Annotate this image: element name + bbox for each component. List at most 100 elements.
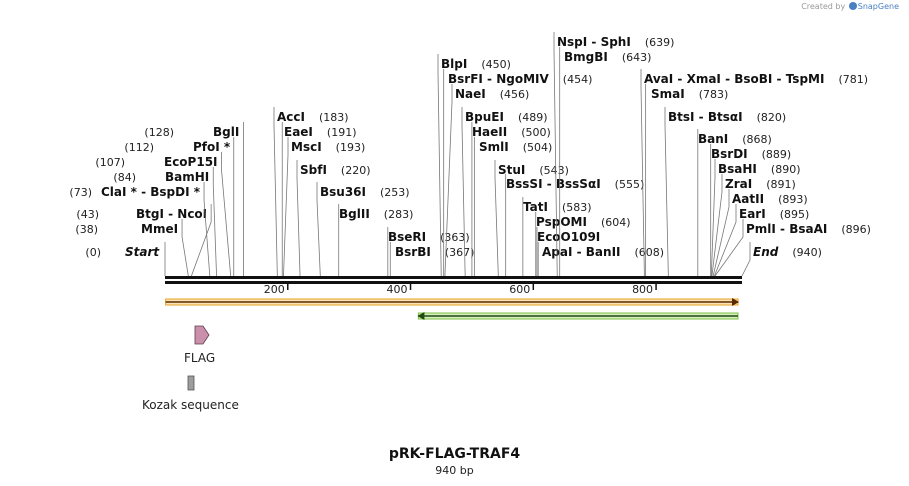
site-stui[interactable]: StuI(543) (494, 160, 569, 277)
site-haeii[interactable]: HaeII(500) (471, 122, 551, 276)
site-smli[interactable]: SmlI(504) (473, 137, 553, 276)
site-bani[interactable]: BanI(868) (697, 129, 772, 276)
site-position: (543) (539, 164, 569, 177)
site-msci[interactable]: MscI(193) (283, 137, 366, 277)
site-bseri[interactable]: BseRI (363) (387, 227, 470, 276)
site-name: ClaI * - BspDI * (101, 185, 201, 199)
site-position: (454) (563, 73, 593, 86)
site-end[interactable]: End(940) (741, 242, 822, 277)
site-leader (316, 182, 321, 277)
site-clai-bspdi-[interactable]: ClaI * - BspDI *(73) (69, 182, 211, 277)
site-acci[interactable]: AccI(183) (273, 107, 349, 277)
site-bgli[interactable]: BglI(128) (144, 122, 244, 276)
site-position: (38) (75, 223, 98, 236)
site-name: BseRI (388, 230, 426, 244)
credit-brand: SnapGene (857, 2, 899, 11)
site-bsrbi[interactable]: BsrBI(367) (389, 242, 475, 276)
site-tati[interactable]: TatI(583) (522, 197, 592, 276)
site-name: ZraI (725, 177, 752, 191)
site-bglii[interactable]: BglII(283) (338, 204, 414, 276)
site-leader (461, 107, 466, 277)
site-nspi-sphi[interactable]: NspI - SphI(639) (553, 32, 674, 277)
site-leader (714, 219, 744, 277)
site-bsahi[interactable]: BsaHI(890) (710, 159, 801, 277)
site-position: (555) (615, 178, 645, 191)
site-name: EcoO109I (537, 230, 600, 244)
site-bsrdi[interactable]: BsrDI(889) (710, 144, 792, 276)
site-leader (741, 242, 751, 277)
site-leader (710, 159, 716, 277)
site-avai-xmai-bsobi-tspmi[interactable]: AvaI - XmaI - BsoBI - TspMI(781) (640, 69, 868, 277)
site-bsu36i[interactable]: Bsu36I(253) (316, 182, 410, 277)
site-position: (191) (327, 126, 357, 139)
site-btsi-bts-i[interactable]: BtsI - BtsαI(820) (664, 107, 786, 277)
dna-strand-top (165, 276, 742, 279)
site-pfoi-[interactable]: PfoI *(112) (124, 137, 235, 276)
site-eaei[interactable]: EaeI (191) (281, 122, 357, 276)
snapgene-logo-icon (848, 2, 857, 10)
flag-feature-label[interactable]: FLAG (184, 351, 216, 365)
site-btgi-ncoi[interactable]: BtgI - NcoI(43) (76, 204, 212, 277)
site-name: PmlI - BsaAI (746, 222, 827, 236)
site-leader (437, 54, 442, 277)
site-name: BtsI - BtsαI (668, 110, 743, 124)
orf-forward-arrowhead (732, 298, 739, 306)
site-sbfi[interactable]: SbfI(220) (296, 160, 371, 277)
site-name: Start (125, 245, 160, 259)
ruler-label-600: 600 (509, 283, 530, 296)
site-mmei[interactable]: MmeI(38) (75, 219, 189, 277)
site-ecoo109i[interactable]: EcoO109I (536, 227, 600, 276)
site-eari[interactable]: EarI(895) (714, 204, 810, 277)
site-pmli-bsaai[interactable]: PmlI - BsaAI (896) (714, 219, 871, 277)
site-position: (895) (780, 208, 810, 221)
site-name: BsrFI - NgoMIV (448, 72, 549, 86)
site-name: BlpI (441, 57, 467, 71)
site-name: BsaHI (718, 162, 757, 176)
site-position: (128) (144, 126, 174, 139)
site-bmgbi[interactable]: BmgBI(643) (559, 47, 652, 276)
site-name: PfoI * (193, 140, 231, 154)
site-position: (456) (500, 88, 530, 101)
site-name: PspOMI (536, 215, 587, 229)
kozak-feature-label[interactable]: Kozak sequence (142, 398, 239, 412)
plasmid-size: 940 bp (435, 464, 474, 477)
dna-strand-bottom (165, 281, 742, 284)
kozak-feature-box (187, 375, 195, 391)
site-smai[interactable]: SmaI(783) (645, 84, 729, 276)
site-ecop15i[interactable]: EcoP15I(107) (95, 152, 232, 277)
site-leader (221, 152, 232, 277)
site-aatii[interactable]: AatII(893) (712, 189, 808, 277)
site-bpuei[interactable]: BpuEI(489) (461, 107, 548, 277)
site-position: (781) (838, 73, 868, 86)
site-name: AccI (277, 110, 305, 124)
site-position: (604) (601, 216, 631, 229)
site-leader (191, 204, 212, 277)
site-pspomi[interactable]: PspOMI (604) (535, 212, 631, 276)
plasmid-name: pRK-FLAG-TRAF4 (388, 446, 521, 462)
site-position: (363) (440, 231, 470, 244)
site-position: (43) (76, 208, 99, 221)
snapgene-credit: Created by SnapGene (801, 2, 899, 11)
site-position: (0) (85, 246, 101, 259)
site-bamhi[interactable]: BamHI(84) (113, 167, 217, 277)
site-position: (896) (841, 223, 871, 236)
site-bsssi-bsss-i[interactable]: BssSI - BssSαI(555) (505, 174, 645, 276)
site-position: (193) (336, 141, 366, 154)
site-start[interactable]: Start (0) (85, 242, 166, 276)
site-name: EcoP15I (164, 155, 218, 169)
site-bsrfi-ngomiv[interactable]: BsrFI - NgoMIV (454) (443, 69, 593, 276)
site-leader (714, 204, 737, 277)
site-name: EaeI (284, 125, 313, 139)
site-name: BanI (698, 132, 728, 146)
site-leader (664, 107, 669, 277)
site-position: (940) (792, 246, 822, 259)
site-position: (367) (445, 246, 475, 259)
site-blpi[interactable]: BlpI(450) (437, 54, 511, 277)
credit-prefix: Created by (801, 2, 846, 11)
site-position: (220) (341, 164, 371, 177)
site-zrai[interactable]: ZraI(891) (711, 174, 796, 277)
site-naei[interactable]: NaeI(456) (444, 84, 530, 277)
site-apai-banii[interactable]: ApaI - BanII(608) (537, 242, 664, 276)
site-position: (504) (523, 141, 553, 154)
